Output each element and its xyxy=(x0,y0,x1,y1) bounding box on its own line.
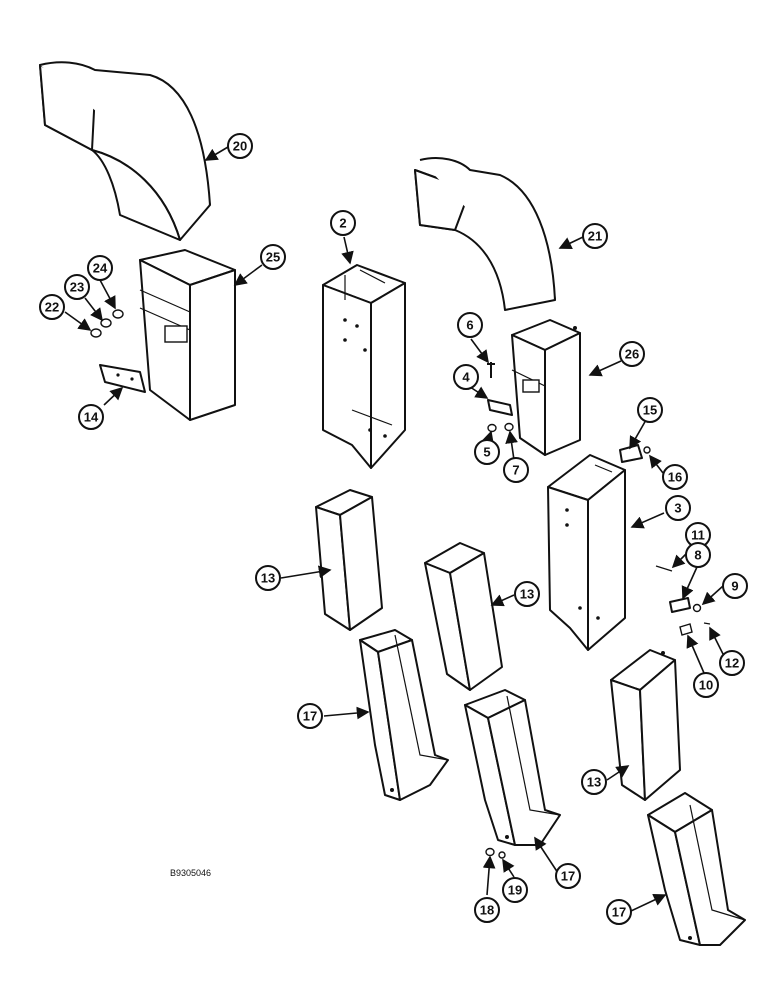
elbow-spout-20 xyxy=(39,61,211,241)
housing-2 xyxy=(322,264,406,469)
svg-text:13: 13 xyxy=(261,571,275,586)
svg-text:17: 17 xyxy=(303,709,317,724)
bracket-14 xyxy=(99,364,146,393)
svg-text:8: 8 xyxy=(694,548,701,563)
callout-23: 23 xyxy=(64,274,90,300)
hardware-4-7 xyxy=(487,362,514,433)
callout-3: 3 xyxy=(665,495,691,521)
drawing-id: B9305046 xyxy=(170,868,211,878)
svg-text:17: 17 xyxy=(612,905,626,920)
fasteners-18-19 xyxy=(485,847,506,859)
tube-13-left xyxy=(315,489,383,631)
tube-13-right xyxy=(610,649,681,801)
callout-11: 11 xyxy=(685,522,711,548)
svg-text:6: 6 xyxy=(466,318,473,333)
svg-text:17: 17 xyxy=(561,869,575,884)
leader-lines xyxy=(64,146,727,912)
svg-text:7: 7 xyxy=(512,463,519,478)
svg-text:19: 19 xyxy=(508,883,522,898)
callout-12: 12 xyxy=(719,650,745,676)
callout-16: 16 xyxy=(662,464,688,490)
callout-26: 26 xyxy=(619,341,645,367)
box-25 xyxy=(139,249,236,421)
callout-21: 21 xyxy=(582,223,608,249)
box-26 xyxy=(511,319,581,456)
callout-17-left: 17 xyxy=(297,703,323,729)
callout-20: 20 xyxy=(227,133,253,159)
svg-text:13: 13 xyxy=(520,587,534,602)
callout-4: 4 xyxy=(453,364,479,390)
chute-17-right xyxy=(647,792,746,946)
svg-text:16: 16 xyxy=(668,470,682,485)
callout-13-right: 13 xyxy=(581,769,607,795)
svg-text:24: 24 xyxy=(93,261,108,276)
callout-17-right: 17 xyxy=(606,899,632,925)
callout-7: 7 xyxy=(503,457,529,483)
svg-text:23: 23 xyxy=(70,280,84,295)
callout-22: 22 xyxy=(39,294,65,320)
callout-9: 9 xyxy=(722,573,748,599)
housing-3 xyxy=(547,454,626,651)
callout-18: 18 xyxy=(474,897,500,923)
callout-24: 24 xyxy=(87,255,113,281)
svg-text:15: 15 xyxy=(643,403,657,418)
svg-text:21: 21 xyxy=(588,229,602,244)
callout-19: 19 xyxy=(502,877,528,903)
svg-text:22: 22 xyxy=(45,300,59,315)
elbow-spout-21 xyxy=(414,157,556,311)
svg-text:10: 10 xyxy=(699,678,713,693)
chute-17-left xyxy=(359,629,449,801)
svg-text:2: 2 xyxy=(339,216,346,231)
callout-17-middle: 17 xyxy=(555,863,581,889)
callout-14: 14 xyxy=(78,404,104,430)
fasteners-22-24 xyxy=(90,309,124,338)
svg-text:13: 13 xyxy=(587,775,601,790)
callout-13-middle: 13 xyxy=(514,581,540,607)
callout-13-left: 13 xyxy=(255,565,281,591)
callout-5: 5 xyxy=(474,439,500,465)
callout-6: 6 xyxy=(457,312,483,338)
callout-8: 8 xyxy=(685,542,711,568)
svg-text:3: 3 xyxy=(674,501,681,516)
svg-text:18: 18 xyxy=(480,903,494,918)
svg-text:11: 11 xyxy=(691,528,705,543)
chute-17-middle xyxy=(464,689,561,846)
tube-13-middle xyxy=(424,542,503,691)
callout-15: 15 xyxy=(637,397,663,423)
svg-text:9: 9 xyxy=(731,579,738,594)
svg-text:4: 4 xyxy=(462,370,470,385)
svg-text:20: 20 xyxy=(233,139,247,154)
svg-text:5: 5 xyxy=(483,445,490,460)
plate-15 xyxy=(619,444,651,463)
callout-10: 10 xyxy=(693,672,719,698)
callout-25: 25 xyxy=(260,244,286,270)
svg-text:26: 26 xyxy=(625,347,639,362)
callout-2: 2 xyxy=(330,210,356,236)
svg-text:25: 25 xyxy=(266,250,280,265)
hardware-8-12 xyxy=(655,565,711,636)
svg-text:12: 12 xyxy=(725,656,739,671)
svg-text:14: 14 xyxy=(84,410,99,425)
